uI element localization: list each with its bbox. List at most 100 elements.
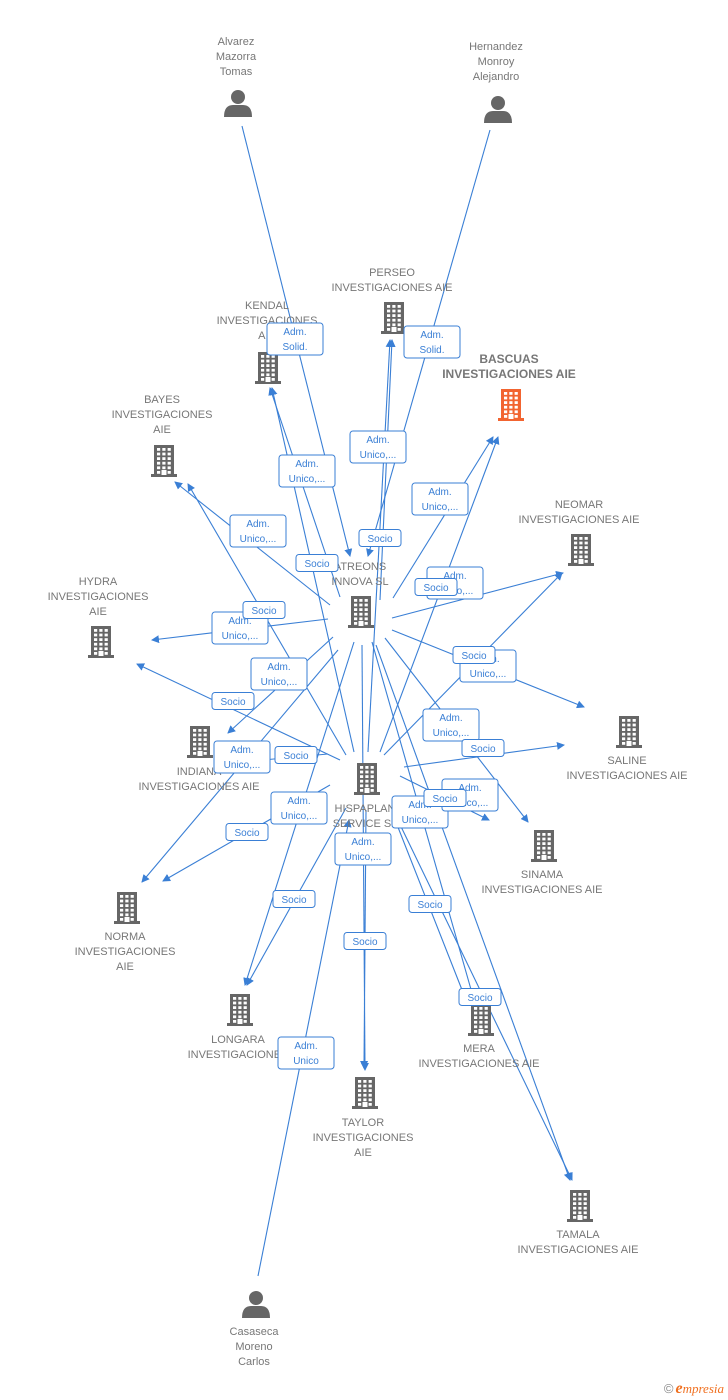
edge-label-hernandez-to-atreons[interactable]: Adm.Solid.: [403, 325, 461, 359]
building-icon: [227, 994, 253, 1026]
edge-label-text: Socio: [220, 697, 245, 708]
node-label-tamala: INVESTIGACIONES AIE: [517, 1244, 638, 1256]
edge-label-atreons-to-indiana[interactable]: Adm.Unico,...: [250, 657, 308, 691]
edge-label-text: Socio: [352, 937, 377, 948]
edge-label-text: Adm.: [246, 519, 269, 530]
edge-label-box: [270, 791, 328, 825]
edge-atreons-to-bascuas: [392, 436, 494, 599]
edge-label-box: [349, 430, 407, 464]
edge-label-hispaplan-to-sinama[interactable]: Socio: [423, 789, 467, 807]
edge-label-casaseca-to-hispaplan[interactable]: Adm.Unico: [277, 1036, 335, 1070]
edge-label-hispaplan-to-hydra[interactable]: Socio: [211, 692, 255, 710]
edge-label-hispaplan-to-indiana[interactable]: Socio: [274, 746, 318, 764]
edge-label-hispaplan-to-perseo[interactable]: Socio: [358, 529, 402, 547]
edge-label-atreons-to-perseo[interactable]: Adm.Unico,...: [349, 430, 407, 464]
edge-hispaplan-to-hydra: [136, 663, 341, 761]
edge-atreons-to-perseo: [379, 339, 396, 601]
copyright-symbol: ©: [663, 1381, 674, 1396]
building-icon: [616, 716, 642, 748]
person-icon: [484, 96, 512, 123]
node-label-saline: INVESTIGACIONES AIE: [566, 770, 687, 782]
edge-label-box: [295, 554, 339, 572]
edge-label-box: [334, 832, 392, 866]
edge-label-text: Adm.: [230, 745, 253, 756]
edge-label-text: Socio: [281, 895, 306, 906]
edge-label-atreons-to-taylor[interactable]: Adm. Unico,...: [334, 832, 392, 866]
edge-label-text: Unico,...: [289, 474, 326, 485]
edge-label-text: Adm.: [443, 571, 466, 582]
edge-label-hispaplan-to-saline[interactable]: Socio: [461, 739, 505, 757]
edge-label-hispaplan-to-neomar[interactable]: Socio: [452, 646, 496, 664]
node-label-hydra: INVESTIGACIONES: [48, 591, 149, 603]
edge-label-atreons-to-hydra[interactable]: Adm.Unico,...: [211, 611, 269, 645]
edge-label-text: Socio: [470, 744, 495, 755]
building-icon: [151, 445, 177, 477]
edge-label-text: Socio: [423, 583, 448, 594]
building-icon: [187, 726, 213, 758]
edge-label-hispaplan-to-taylor[interactable]: Socio: [343, 932, 387, 950]
edge-label-text: Adm.: [351, 837, 374, 848]
node-label-hernandez: Hernandez: [469, 41, 523, 53]
edge-label-text: Adm.: [267, 662, 290, 673]
edge-label-alvarez-to-atreons[interactable]: Adm.Solid.: [266, 322, 324, 356]
node-label-casaseca: Carlos: [238, 1356, 270, 1368]
node-label-norma: INVESTIGACIONES: [75, 946, 176, 958]
edge-label-box: [274, 746, 318, 764]
node-label-taylor: INVESTIGACIONES: [313, 1132, 414, 1144]
node-label-norma: NORMA: [105, 931, 147, 943]
node-label-bayes: BAYES: [144, 394, 180, 406]
building-icon: [348, 596, 374, 628]
edge-label-hispaplan-to-tamala[interactable]: Socio: [458, 988, 502, 1006]
edge-label-box: [411, 482, 469, 516]
edge-label-box: [272, 890, 316, 908]
edge-label-atreons-to-bayes[interactable]: Adm.Unico,...: [229, 514, 287, 548]
edge-label-box: [452, 646, 496, 664]
edge-label-text: Socio: [304, 559, 329, 570]
edge-label-atreons-to-norma[interactable]: Adm.Unico,...: [213, 740, 271, 774]
node-label-bayes: AIE: [153, 424, 171, 436]
edge-label-box: [250, 657, 308, 691]
edge-label-atreons-to-bascuas[interactable]: Adm.Unico,...: [411, 482, 469, 516]
edge-label-text: Socio: [467, 993, 492, 1004]
edge-label-atreons-to-sinama[interactable]: Adm.Unico,...: [422, 708, 480, 742]
edge-label-box: [266, 322, 324, 356]
edge-label-atreons-to-kendal[interactable]: Adm.Unico,...: [278, 454, 336, 488]
edge-label-text: Unico,...: [345, 852, 382, 863]
edge-label-hispaplan-to-kendal[interactable]: Socio: [295, 554, 339, 572]
node-label-atreons: INNOVA SL: [331, 576, 388, 588]
edge-label-text: Unico,...: [222, 631, 259, 642]
building-icon: [498, 389, 524, 421]
edge-label-hispaplan-to-longara[interactable]: Socio: [272, 890, 316, 908]
edge-label-hispaplan-to-norma[interactable]: Socio: [225, 823, 269, 841]
node-label-hydra: AIE: [89, 606, 107, 618]
edge-label-hispaplan-to-mera[interactable]: Socio: [408, 895, 452, 913]
edge-label-text: Adm.: [458, 783, 481, 794]
edge-label-hispaplan-to-bayes[interactable]: Socio: [242, 601, 286, 619]
edge-label-box: [358, 529, 402, 547]
node-label-longara: LONGARA: [211, 1034, 265, 1046]
edge-label-atreons-to-longara[interactable]: Adm.Unico,...: [270, 791, 328, 825]
edge-label-text: Adm.: [283, 327, 306, 338]
edge-label-hispaplan-to-bascuas[interactable]: Socio: [414, 578, 458, 596]
node-label-hispaplan: SERVICE SL: [333, 818, 398, 830]
edge-label-text: Socio: [432, 794, 457, 805]
edge-label-text: Adm.: [439, 713, 462, 724]
